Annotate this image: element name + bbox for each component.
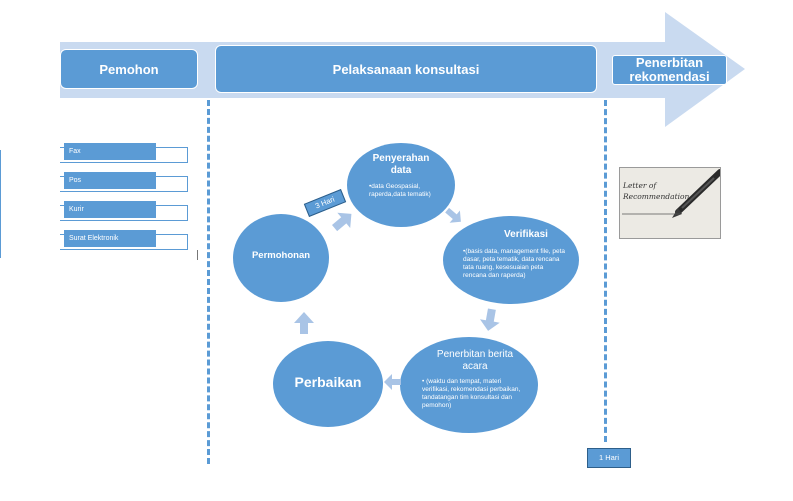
stage-issuance-label: Penerbitan rekomendasi bbox=[629, 55, 710, 84]
duration-issuance-badge: 1 Hari bbox=[587, 448, 631, 468]
channel-pos: Pos bbox=[60, 172, 188, 194]
cycle-submission-title: Penyerahan data bbox=[372, 153, 430, 176]
letter-image-text: Letter of Recommendation bbox=[623, 181, 690, 201]
channel-email: Surat Elektronik bbox=[60, 230, 188, 252]
stage-applicant-label: Pemohon bbox=[99, 61, 159, 77]
flow-arrow-minutes-to-revision bbox=[384, 374, 401, 390]
channel-courier: Kurir bbox=[60, 201, 188, 223]
cycle-minutes-title: Penerbitan berita acara bbox=[436, 349, 514, 372]
stage-consultation-label: Pelaksanaan konsultasi bbox=[332, 61, 480, 77]
stage-issuance: Penerbitan rekomendasi bbox=[612, 55, 727, 85]
cycle-request: Permohonan bbox=[233, 214, 329, 302]
stage-consultation: Pelaksanaan konsultasi bbox=[215, 45, 597, 93]
cycle-request-title: Permohonan bbox=[251, 250, 311, 261]
channel-pos-label: Pos bbox=[64, 172, 156, 189]
channel-email-label: Surat Elektronik bbox=[64, 230, 156, 247]
cycle-revision-title: Perbaikan bbox=[294, 374, 362, 390]
cycle-minutes-detail: • (waktu dan tempat, materi verifikasi, … bbox=[422, 378, 521, 409]
duration-issuance-label: 1 Hari bbox=[598, 453, 619, 462]
cycle-verification-detail: •(basis data, management file, peta dasa… bbox=[463, 248, 566, 279]
cycle-submission-detail: •data Geospasial, raperda,data tematik) bbox=[369, 183, 431, 198]
cycle-submission: Penyerahan data •data Geospasial, raperd… bbox=[347, 143, 455, 227]
cycle-revision: Perbaikan bbox=[273, 341, 383, 427]
letter-of-recommendation-image: Letter of Recommendation bbox=[619, 167, 721, 239]
channel-fax: Fax bbox=[60, 143, 188, 165]
separator-left bbox=[207, 100, 210, 464]
fountain-pen-icon bbox=[622, 169, 720, 218]
cycle-verification: Verifikasi •(basis data, management file… bbox=[443, 216, 579, 304]
channel-courier-label: Kurir bbox=[64, 201, 156, 218]
flow-arrow-request-to-submission bbox=[332, 212, 352, 232]
cycle-verification-title: Verifikasi bbox=[504, 229, 548, 240]
channel-tick bbox=[197, 250, 198, 260]
separator-right bbox=[604, 100, 607, 442]
flow-arrow-verification-to-minutes bbox=[479, 308, 500, 331]
channel-list-bracket bbox=[0, 150, 1, 258]
flow-arrow-revision-to-request bbox=[294, 312, 314, 334]
flow-arrow-submission-to-verification bbox=[445, 207, 461, 223]
channel-fax-label: Fax bbox=[64, 143, 156, 160]
stage-applicant: Pemohon bbox=[60, 49, 198, 89]
cycle-minutes: Penerbitan berita acara • (waktu dan tem… bbox=[400, 337, 538, 433]
